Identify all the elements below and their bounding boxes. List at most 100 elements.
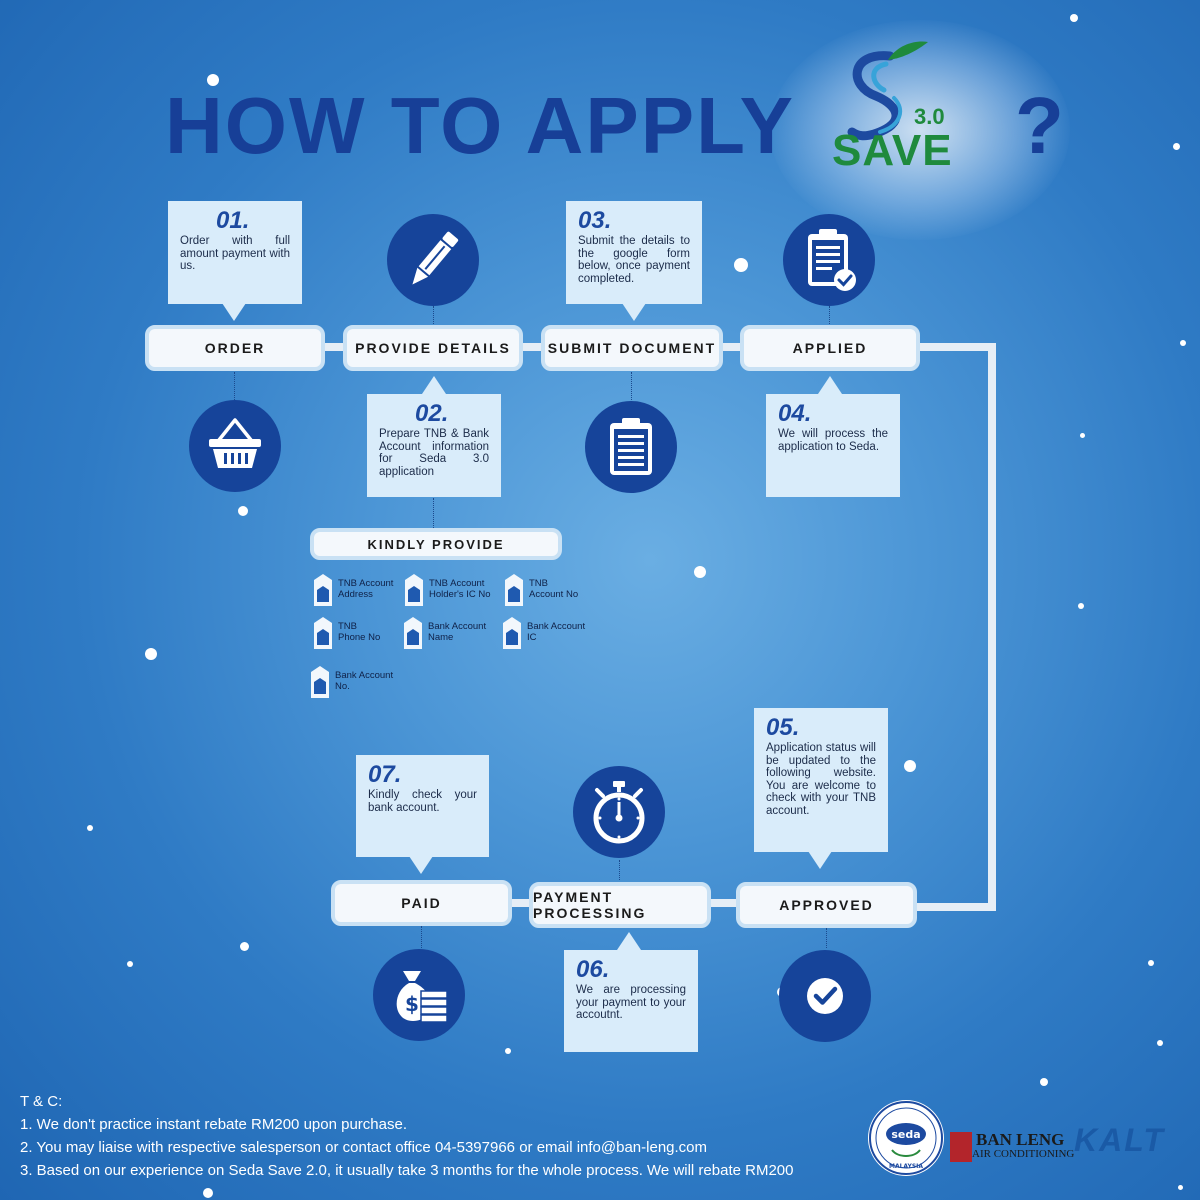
- step-03-note: 03. Submit the details to the google for…: [566, 201, 702, 304]
- step-text: Prepare TNB & Bank Account information f…: [379, 428, 489, 478]
- tnc-line: 2. You may liaise with respective salesp…: [20, 1139, 708, 1156]
- snow-dot: [145, 648, 157, 660]
- tag-icon: [405, 574, 423, 606]
- stage-applied: APPLIED: [740, 325, 920, 371]
- snow-dot: [904, 760, 916, 772]
- stage-order: ORDER: [145, 325, 325, 371]
- step-06-note: 06. We are processing your payment to yo…: [564, 950, 698, 1052]
- clipboard-icon: [610, 418, 652, 475]
- step-text: Submit the details to the google form be…: [578, 235, 690, 285]
- save-logo-s-icon: [847, 41, 928, 141]
- snow-dot: [203, 1188, 213, 1198]
- banleng-logo: BAN LENG AIR CONDITIONING: [950, 1130, 1074, 1164]
- title-question-mark: ?: [1015, 81, 1064, 170]
- dotted-link: [433, 306, 434, 324]
- snow-dot: [1040, 1078, 1048, 1086]
- kalt-logo: KALT: [1074, 1122, 1165, 1158]
- tag-icon: [404, 617, 422, 649]
- checkmark-icon: [807, 978, 843, 1014]
- paid-circle: $: [373, 949, 465, 1041]
- seda-logo: seda MALAYSIA: [868, 1100, 944, 1176]
- dotted-link: [619, 860, 620, 880]
- step-05-note: 05. Application status will be updated t…: [754, 708, 888, 852]
- page-title: HOW TO APPLY: [165, 81, 796, 170]
- seda-emblem-icon: seda MALAYSIA: [869, 1101, 943, 1175]
- snow-dot: [1148, 960, 1154, 966]
- step-text: We are processing your payment to your a…: [576, 984, 686, 1021]
- dotted-link: [829, 306, 830, 324]
- tag-icon: [503, 617, 521, 649]
- banleng-name: BAN LENG: [976, 1130, 1065, 1149]
- tag-icon: [505, 574, 523, 606]
- basket-icon: [209, 418, 261, 468]
- stopwatch-icon: [593, 781, 645, 844]
- tnc-heading: T & C:: [20, 1093, 63, 1110]
- clipboard-check-icon: [808, 229, 856, 291]
- applied-circle: [783, 214, 875, 306]
- seda-short: seda: [891, 1128, 920, 1141]
- stage-payment-processing: PAYMENT PROCESSING: [529, 882, 711, 928]
- snow-dot: [505, 1048, 511, 1054]
- step-04-note: 04. We will process the application to S…: [766, 394, 900, 497]
- seda-country: MALAYSIA: [889, 1163, 923, 1170]
- money-bag-icon: $: [396, 971, 448, 1023]
- note-pointer: [422, 376, 446, 394]
- step-text: Application status will be updated to th…: [766, 742, 876, 817]
- stage-provide-details: PROVIDE DETAILS: [343, 325, 523, 371]
- step-number: 02.: [415, 400, 449, 427]
- step-number: 03.: [578, 207, 612, 234]
- snow-dot: [1080, 433, 1085, 438]
- connector-line-vertical: [988, 343, 996, 911]
- step-number: 05.: [766, 714, 800, 741]
- tag-icon: [314, 617, 332, 649]
- dotted-link: [826, 928, 827, 948]
- provide-details-circle: [387, 214, 479, 306]
- step-01-note: 01. Order with full amount payment with …: [168, 201, 302, 304]
- snow-dot: [238, 506, 248, 516]
- terms-and-conditions: T & C: 1. We don't practice instant reba…: [20, 1090, 794, 1182]
- snow-dot: [1180, 340, 1186, 346]
- step-number: 04.: [778, 400, 812, 427]
- snow-dot: [1178, 1185, 1183, 1190]
- kindly-provide-heading: KINDLY PROVIDE: [310, 528, 562, 560]
- pencil-icon: [412, 231, 459, 285]
- snow-dot: [1070, 14, 1078, 22]
- step-07-note: 07. Kindly check your bank account.: [356, 755, 489, 857]
- snow-dot: [1078, 603, 1084, 609]
- snow-dot: [694, 566, 706, 578]
- note-pointer: [617, 932, 641, 950]
- step-text: Kindly check your bank account.: [368, 789, 477, 814]
- tnc-line: 1. We don't practice instant rebate RM20…: [20, 1116, 407, 1133]
- step-02-note: 02. Prepare TNB & Bank Account informati…: [367, 394, 501, 497]
- snow-dot: [734, 258, 748, 272]
- snow-dot: [87, 825, 93, 831]
- dotted-link: [631, 372, 632, 402]
- stage-approved: APPROVED: [736, 882, 917, 928]
- snow-dot: [240, 942, 249, 951]
- connector-line-top: [320, 343, 760, 351]
- approved-circle: [779, 950, 871, 1042]
- step-text: We will process the application to Seda.: [778, 428, 888, 453]
- note-pointer: [622, 303, 646, 321]
- snow-dot: [127, 961, 133, 967]
- order-circle: [189, 400, 281, 492]
- logo-glow: [770, 20, 1070, 240]
- tag-icon: [314, 574, 332, 606]
- note-pointer: [818, 376, 842, 394]
- dotted-link: [433, 498, 434, 528]
- banleng-mark-icon: [950, 1132, 972, 1162]
- connector-line-right: [918, 343, 996, 351]
- logo-brand: SAVE: [832, 126, 953, 175]
- note-pointer: [808, 851, 832, 869]
- step-number: 07.: [368, 761, 402, 788]
- step-number: 06.: [576, 956, 610, 983]
- stage-paid: PAID: [331, 880, 512, 926]
- submit-document-circle: [585, 401, 677, 493]
- snow-dot: [1173, 143, 1180, 150]
